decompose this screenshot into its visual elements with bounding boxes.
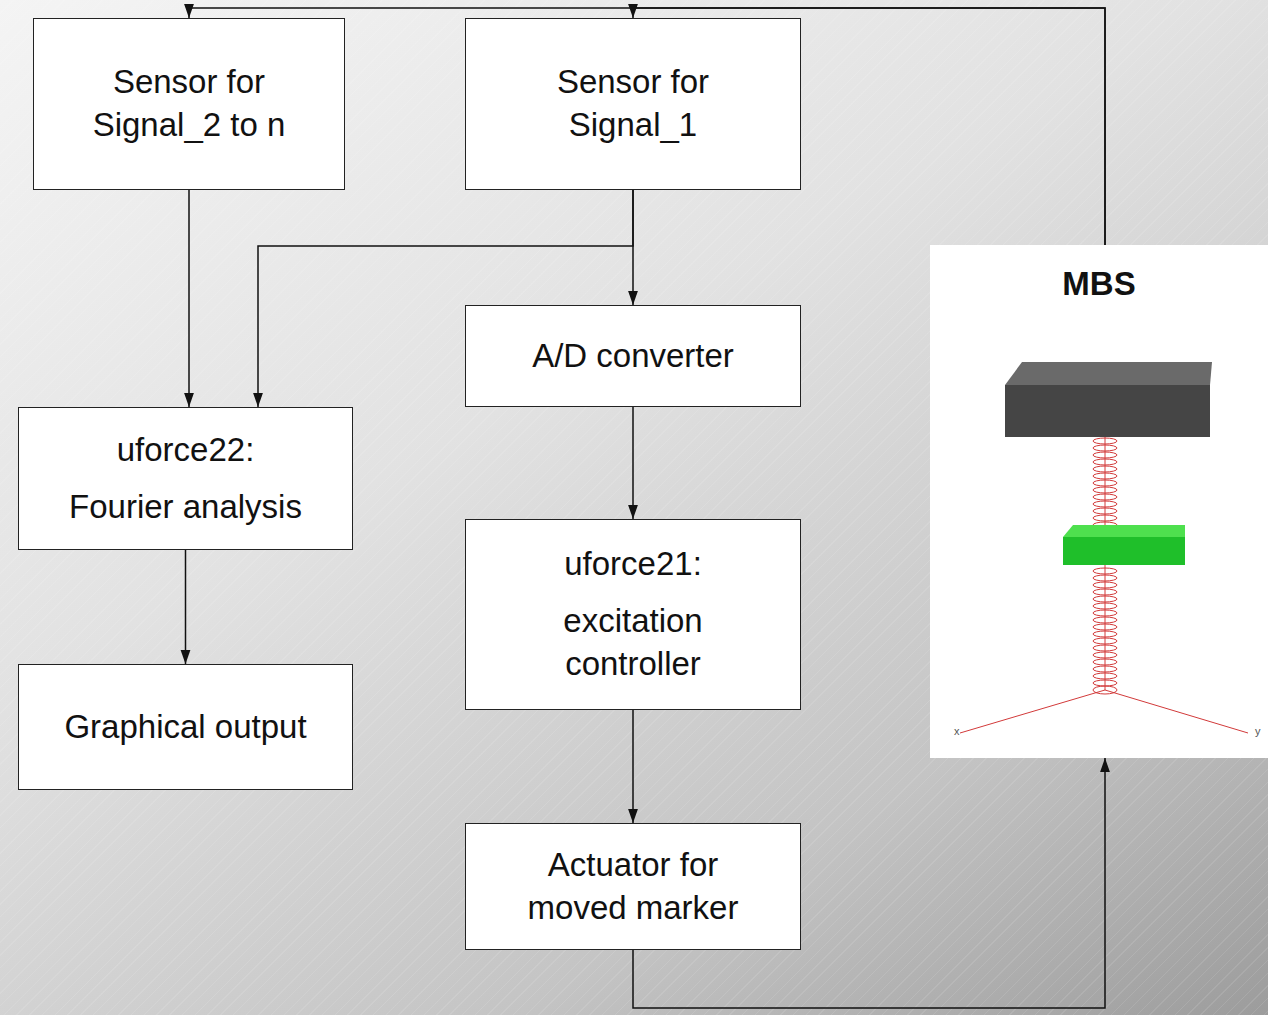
box-label: A/D converter xyxy=(532,335,734,378)
mass-top xyxy=(1005,362,1212,385)
signal-arrow xyxy=(632,407,634,519)
process-box: uforce21: excitation controller xyxy=(465,519,801,710)
signal-arrow xyxy=(632,190,634,305)
box-label: Sensor for Signal_1 xyxy=(521,61,745,147)
upper-spring xyxy=(1093,438,1117,528)
signal-arrow xyxy=(185,550,187,664)
process-box: Sensor for Signal_1 xyxy=(465,18,801,190)
model-panel: MBS xyxy=(930,245,1268,758)
mass-spring-illustration xyxy=(930,245,1268,758)
box-label: Graphical output xyxy=(64,706,306,749)
y-axis xyxy=(1105,690,1248,733)
process-box: A/D converter xyxy=(465,305,801,407)
box-label: Fourier analysis xyxy=(69,486,302,529)
x-axis xyxy=(960,690,1105,733)
lower-mass xyxy=(1063,537,1185,565)
box-label: Actuator for moved marker xyxy=(516,844,750,930)
upper-mass xyxy=(1005,385,1210,437)
panel-heading: MBS xyxy=(1062,263,1135,306)
box-label: excitation controller xyxy=(516,600,750,686)
box-label: Sensor for Signal_2 to n xyxy=(74,61,304,147)
process-box: Sensor for Signal_2 to n xyxy=(33,18,345,190)
signal-arrow xyxy=(188,190,190,407)
box-heading: uforce21: xyxy=(564,543,702,586)
lower-spring xyxy=(1093,568,1117,686)
box-heading: uforce22: xyxy=(117,429,255,472)
axis-label: y xyxy=(1255,726,1261,737)
signal-arrow xyxy=(632,710,634,823)
process-box: Actuator for moved marker xyxy=(465,823,801,950)
ground-ring xyxy=(1093,686,1117,694)
process-box: uforce22: Fourier analysis xyxy=(18,407,353,550)
process-box: Graphical output xyxy=(18,664,353,790)
axis-label: x xyxy=(954,726,960,737)
plate-top xyxy=(1063,525,1185,537)
